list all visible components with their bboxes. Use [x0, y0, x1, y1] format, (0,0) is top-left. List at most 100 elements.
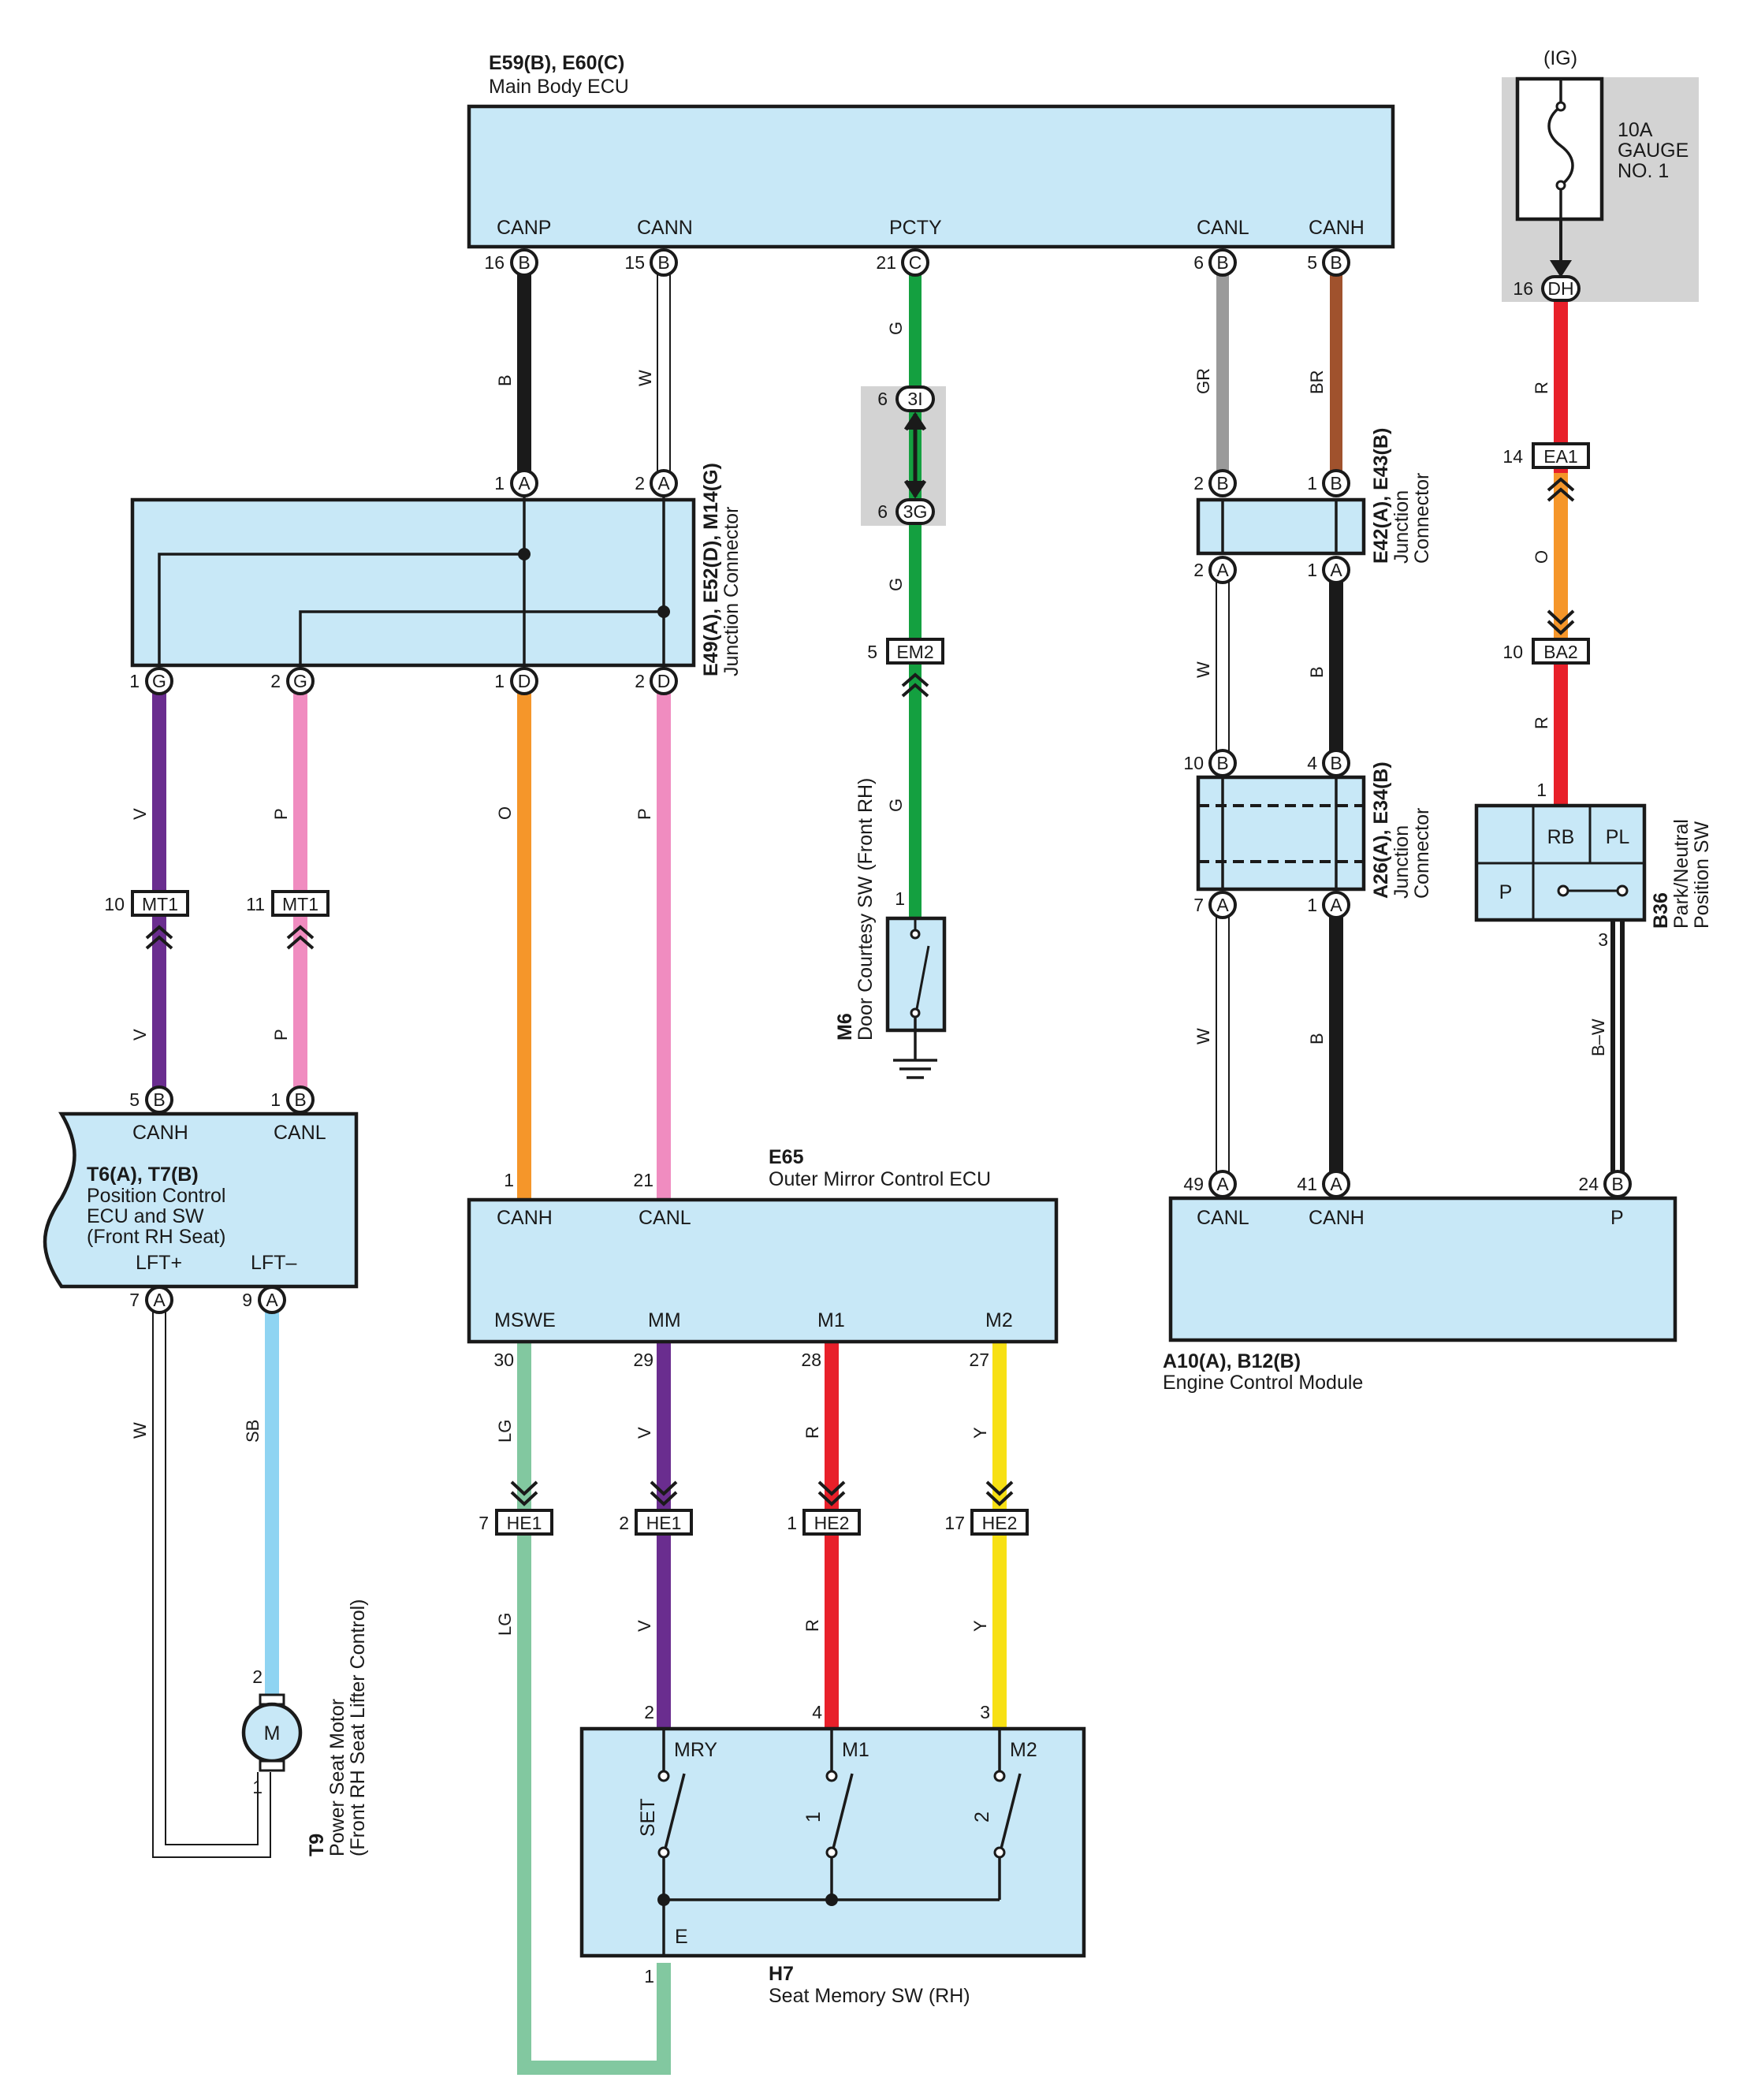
pin-6-3i: 3I 6 [877, 385, 935, 412]
pin-2-a-jc: A 2 [635, 469, 678, 497]
pin-41-a-ecm: A 41 [1297, 1170, 1350, 1198]
wire-code-r-2: R [1532, 717, 1551, 729]
mem-term-e: E [675, 1926, 688, 1948]
mirror-term-m1: M1 [817, 1309, 845, 1331]
wire-code-v-4: V [635, 1620, 654, 1632]
wire-code-g-pcty1: G [886, 322, 906, 335]
svg-text:G: G [152, 671, 166, 691]
svg-text:A: A [518, 473, 531, 493]
wire-code-o-fuse: O [1532, 550, 1551, 564]
position-ecu-name1: Position Control [87, 1185, 225, 1207]
wire-lft-white [152, 1298, 271, 1858]
svg-text:7: 7 [1193, 895, 1204, 915]
svg-text:A: A [1330, 1174, 1342, 1194]
position-ecu-name3: (Front RH Seat) [87, 1226, 225, 1248]
svg-text:A: A [1216, 895, 1229, 915]
svg-text:1: 1 [787, 1513, 797, 1533]
svg-text:11: 11 [246, 894, 265, 914]
svg-text:10: 10 [1502, 642, 1523, 662]
connector-he1-7: HE1 7 [478, 1480, 553, 1536]
svg-text:41: 41 [1297, 1174, 1317, 1194]
pin-2-mem: 2 [644, 1702, 654, 1722]
wire-code-y-2: Y [970, 1620, 990, 1632]
ecm-term-canh: CANH [1309, 1207, 1365, 1229]
svg-text:A: A [1330, 560, 1342, 580]
svg-text:B: B [1216, 252, 1228, 273]
position-ecu-name2: ECU and SW [87, 1205, 204, 1227]
term-cann: CANN [637, 217, 693, 239]
svg-text:1: 1 [1307, 473, 1317, 493]
pin-4-mem: 4 [812, 1702, 822, 1722]
pin-5-b: B 5 [1307, 248, 1350, 277]
pin-21-mirror: 21 [633, 1170, 653, 1190]
pns-p: P [1499, 881, 1513, 903]
svg-text:HE2: HE2 [982, 1513, 1018, 1533]
svg-text:B: B [1216, 753, 1228, 773]
svg-text:2: 2 [270, 671, 281, 691]
wire-code-sb: SB [243, 1420, 262, 1443]
fuse-icon [1547, 79, 1574, 219]
svg-text:14: 14 [1502, 446, 1523, 467]
svg-text:B: B [1330, 753, 1342, 773]
pos-term-lftp: LFT+ [136, 1252, 182, 1274]
term-canp: CANP [497, 217, 551, 239]
svg-text:1: 1 [270, 1089, 281, 1110]
wire-code-p-1: P [271, 808, 291, 820]
connector-he2-17: HE2 17 [944, 1480, 1029, 1536]
wire-code-p-2: P [635, 808, 654, 820]
mem-term-m1: M1 [842, 1739, 869, 1761]
wire-code-w-a26: W [1193, 1028, 1213, 1044]
pin-7-a-a26: A 7 [1193, 891, 1237, 919]
connector-ba2: BA2 10 [1502, 609, 1590, 665]
svg-text:6: 6 [877, 389, 888, 409]
wire-code-r-1: R [1532, 382, 1551, 394]
seat-memory-name: Seat Memory SW (RH) [769, 1985, 970, 2007]
svg-text:HE2: HE2 [814, 1513, 850, 1533]
svg-text:B: B [1216, 473, 1228, 493]
pin-1-d-jc: D 1 [494, 667, 538, 695]
svg-text:16: 16 [1513, 278, 1533, 299]
svg-text:1: 1 [1307, 560, 1317, 580]
seat-memory-switches [657, 1729, 1022, 1956]
connector-he1-2: HE1 2 [619, 1480, 693, 1536]
svg-text:6: 6 [877, 501, 888, 522]
pin-1-m6: 1 [895, 888, 905, 909]
svg-text:A: A [153, 1290, 166, 1310]
ground-icon [893, 1059, 937, 1079]
svg-text:B: B [518, 252, 530, 273]
pin-6-b: B 6 [1193, 248, 1237, 277]
wire-code-y-1: Y [970, 1427, 990, 1439]
pin-1-a-jc: A 1 [494, 469, 538, 497]
pin-1-g-jc: G 1 [129, 667, 173, 695]
svg-text:24: 24 [1578, 1174, 1599, 1194]
svg-text:10: 10 [1183, 753, 1204, 773]
pin-16-b: B 16 [484, 248, 538, 277]
door-courtesy-switch [885, 916, 947, 1060]
seat-motor-name2: (Front RH Seat Lifter Control) [347, 1599, 369, 1857]
ecm-box [1168, 1196, 1677, 1342]
svg-text:G: G [293, 671, 307, 691]
svg-text:B: B [1611, 1174, 1623, 1194]
junction-e42-box [1196, 497, 1366, 556]
junction-a26-name1: Junction [1391, 825, 1413, 899]
pin-7-a-pos: A 7 [129, 1286, 173, 1314]
svg-text:D: D [657, 671, 671, 691]
seat-memory-sw-set: SET [637, 1798, 659, 1837]
pin-3-mem: 3 [980, 1702, 990, 1722]
pin-9-a-pos: A 9 [242, 1286, 286, 1314]
ecm-name: Engine Control Module [1163, 1372, 1363, 1394]
term-pcty: PCTY [889, 217, 942, 239]
wire-code-b-a26: B [1307, 1033, 1327, 1044]
park-neutral-code: B36 [1650, 892, 1672, 929]
svg-text:7: 7 [478, 1513, 489, 1533]
svg-text:9: 9 [242, 1290, 252, 1310]
wire-code-r-4: R [802, 1619, 822, 1632]
main-body-ecu-box [467, 104, 1395, 249]
main-body-ecu-name: Main Body ECU [489, 76, 629, 98]
park-neutral-name1: Park/Neutral [1670, 819, 1692, 929]
fuse-no: NO. 1 [1618, 160, 1669, 182]
wire-code-v-3: V [635, 1427, 654, 1439]
svg-text:4: 4 [1307, 753, 1317, 773]
pos-term-canl: CANL [274, 1122, 326, 1144]
wire-code-g-pcty2: G [886, 578, 906, 591]
